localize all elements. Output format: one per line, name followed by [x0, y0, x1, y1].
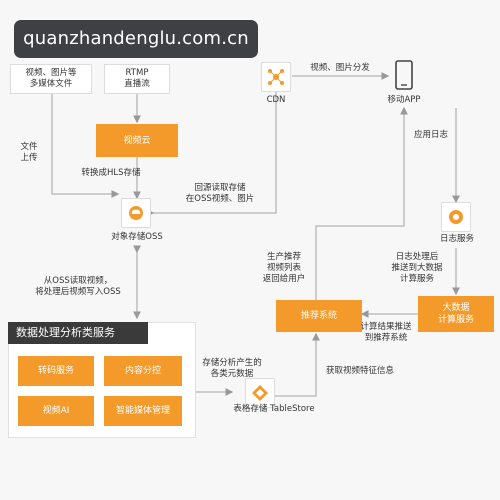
bigdata-line-1: 大数据 [442, 303, 470, 313]
media-files-line-1: 视频、图片等 [25, 68, 77, 78]
label-gen-recommend-line-1: 生产推荐 [266, 252, 301, 262]
cdn-network-icon [268, 69, 284, 85]
log-service-label: 日志服务 [439, 234, 474, 244]
recommend-system-node: 推荐系统 [276, 300, 362, 332]
tablestore-label: 表格存储 TableStore [233, 404, 315, 414]
app-icon-box [389, 58, 419, 92]
service-media-management: 智能媒体管理 [104, 396, 182, 426]
label-gen-recommend-line-3: 返回给用户 [262, 274, 306, 284]
label-oss-read-line-2: 将处理后视频写入OSS [35, 287, 121, 297]
cdn-icon-box [261, 62, 291, 92]
label-file-upload-line-2: 上传 [20, 153, 38, 163]
label-meta-store: 存储分析产生的 各类元数据 [194, 358, 270, 380]
oss-icon-box [121, 198, 151, 228]
label-hls: 转换成HLS存储 [81, 168, 141, 178]
label-app-log: 应用日志 [413, 130, 448, 140]
label-origin-line-2: 在OSS视频、图片 [185, 194, 255, 204]
label-oss-read: 从OSS读取视频， 将处理后视频写入OSS [26, 276, 130, 298]
log-service-icon [449, 210, 463, 224]
label-file-upload-line-1: 文件 [20, 142, 38, 152]
label-origin: 回源读取存储 在OSS视频、图片 [180, 183, 260, 205]
label-log-push-line-3: 计算服务 [399, 274, 434, 284]
site-watermark: quanzhandenglu.com.cn [14, 20, 258, 58]
label-distribute: 视频、图片分发 [310, 63, 370, 73]
label-log-push-line-2: 推送到大数据 [391, 263, 443, 273]
oss-label: 对象存储OSS [111, 232, 163, 242]
cdn-label: CDN [266, 95, 286, 105]
label-meta-store-line-1: 存储分析产生的 [202, 358, 262, 368]
media-files-line-2: 多媒体文件 [29, 79, 73, 89]
label-compute-push-line-2: 到推荐系统 [364, 333, 408, 343]
arrow-tablestore-to-recommend [275, 332, 320, 397]
bigdata-node: 大数据 计算服务 [418, 296, 494, 332]
arrow-recommend-to-app [315, 106, 408, 300]
label-origin-line-1: 回源读取存储 [194, 183, 246, 193]
service-transcode: 转码服务 [18, 356, 94, 386]
label-log-push: 日志处理后 推送到大数据 计算服务 [384, 252, 450, 285]
tablestore-icon-box [245, 378, 275, 408]
label-file-upload: 文件 上传 [14, 142, 44, 164]
mobile-phone-icon [395, 60, 413, 90]
rtmp-line-1: RTMP [125, 68, 149, 78]
rtmp-node: RTMP 直播流 [104, 64, 170, 94]
processing-services-title: 数据处理分析类服务 [8, 322, 148, 344]
log-icon-box [441, 202, 471, 232]
video-cloud-node: 视频云 [96, 124, 178, 157]
label-feature: 获取视频特征信息 [325, 366, 394, 376]
label-gen-recommend: 生产推荐 视频列表 返回给用户 [256, 252, 312, 285]
rtmp-line-2: 直播流 [124, 79, 150, 89]
arrow-files-to-oss [51, 92, 120, 198]
table-store-icon [252, 385, 268, 401]
label-gen-recommend-line-2: 视频列表 [266, 263, 301, 273]
label-compute-push: 计算结果推送 到推荐系统 [356, 322, 416, 344]
label-oss-read-line-1: 从OSS读取视频， [43, 276, 113, 286]
service-content-control: 内容分控 [104, 356, 182, 386]
mobile-app-label: 移动APP [387, 95, 421, 105]
cloud-storage-icon [129, 206, 143, 220]
media-files-node: 视频、图片等 多媒体文件 [10, 64, 92, 94]
arrow-oss-to-cdn [146, 92, 277, 217]
label-compute-push-line-1: 计算结果推送 [360, 322, 412, 332]
service-video-ai: 视频AI [18, 396, 94, 426]
label-log-push-line-1: 日志处理后 [395, 252, 439, 262]
bigdata-line-2: 计算服务 [437, 315, 474, 325]
label-meta-store-line-2: 各类元数据 [210, 369, 254, 379]
